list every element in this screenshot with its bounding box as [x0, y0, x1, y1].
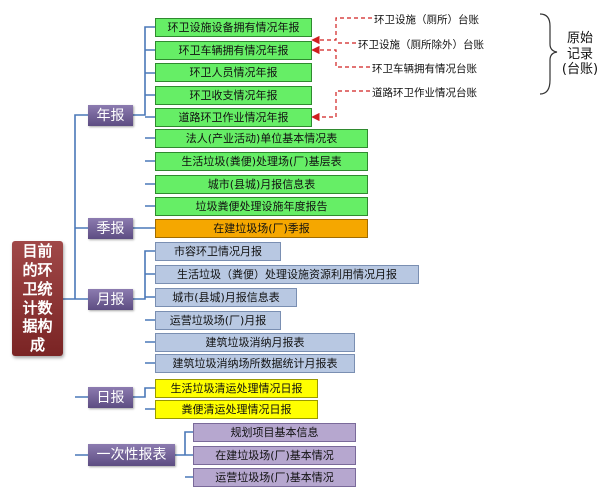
root-label-line-5: 据构 [22, 317, 53, 336]
annual-report-facility-annual: 垃圾粪便处理设施年度报告 [155, 197, 368, 216]
daily-report-fecal: 粪便清运处理情况日报 [155, 400, 318, 419]
annual-report-personnel: 环卫人员情况年报 [155, 63, 312, 82]
annual-report-road-operations: 道路环卫作业情况年报 [155, 108, 312, 127]
monthly-report-operating-site: 运营垃圾场(厂)月报 [155, 311, 281, 330]
category-monthly: 月报 [88, 289, 133, 310]
root-label-line-6: 成 [29, 336, 45, 354]
annual-report-facilities-equipment: 环卫设施设备拥有情况年报 [155, 18, 312, 37]
monthly-report-city-sanitation: 市容环卫情况月报 [155, 242, 281, 261]
original-records-line-2: 记录 [566, 46, 593, 62]
ledger-facilities-excluding-toilets: 环卫设施（厕所除外）台账 [358, 39, 484, 51]
original-records-line-3: (台账) [561, 62, 599, 78]
one-time-report-operating-site: 运营垃圾场(厂)基本情况 [193, 468, 356, 487]
root-label-line-4: 计数 [22, 298, 53, 317]
annual-report-treatment-plant-basic: 生活垃圾(粪便)处理场(厂)基层表 [155, 152, 368, 171]
monthly-report-construction-waste-site: 建筑垃圾消纳场所数据统计月报表 [155, 354, 355, 373]
daily-report-domestic-waste: 生活垃圾清运处理情况日报 [155, 379, 318, 398]
category-quarterly: 季报 [88, 218, 133, 239]
root-label-line-1: 目前 [22, 242, 53, 261]
monthly-report-construction-waste: 建筑垃圾消纳月报表 [155, 333, 355, 352]
annual-report-income-expense: 环卫收支情况年报 [155, 86, 312, 105]
root-node-current-statistics: 目前 的环 卫统 计数 据构 成 [12, 241, 63, 356]
monthly-report-resource-utilization: 生活垃圾（粪便）处理设施资源利用情况月报 [155, 265, 419, 284]
category-annual: 年报 [88, 105, 133, 126]
root-label-line-2: 的环 [22, 261, 53, 279]
root-label-line-3: 卫统 [22, 279, 53, 298]
category-one-time: 一次性报表 [88, 444, 175, 466]
ledger-vehicles: 环卫车辆拥有情况台账 [372, 63, 477, 75]
original-records-line-1: 原始 [566, 31, 593, 46]
monthly-report-city-info: 城市(县城)月报信息表 [155, 288, 297, 307]
one-time-report-planning-project: 规划项目基本信息 [193, 423, 356, 442]
category-daily: 日报 [88, 387, 133, 408]
annual-report-vehicles: 环卫车辆拥有情况年报 [155, 41, 312, 60]
original-records-label: 原始 记录 (台账) [555, 31, 605, 78]
quarterly-report-construction-site: 在建垃圾场(厂)季报 [155, 219, 368, 238]
annual-report-city-monthly-info: 城市(县城)月报信息表 [155, 175, 368, 194]
ledger-road-operations: 道路环卫作业情况台账 [372, 87, 477, 99]
ledger-toilets: 环卫设施（厕所）台账 [374, 14, 479, 26]
one-time-report-construction-site: 在建垃圾场(厂)基本情况 [193, 446, 356, 465]
annual-report-legal-entity: 法人(产业活动)单位基本情况表 [155, 129, 368, 148]
